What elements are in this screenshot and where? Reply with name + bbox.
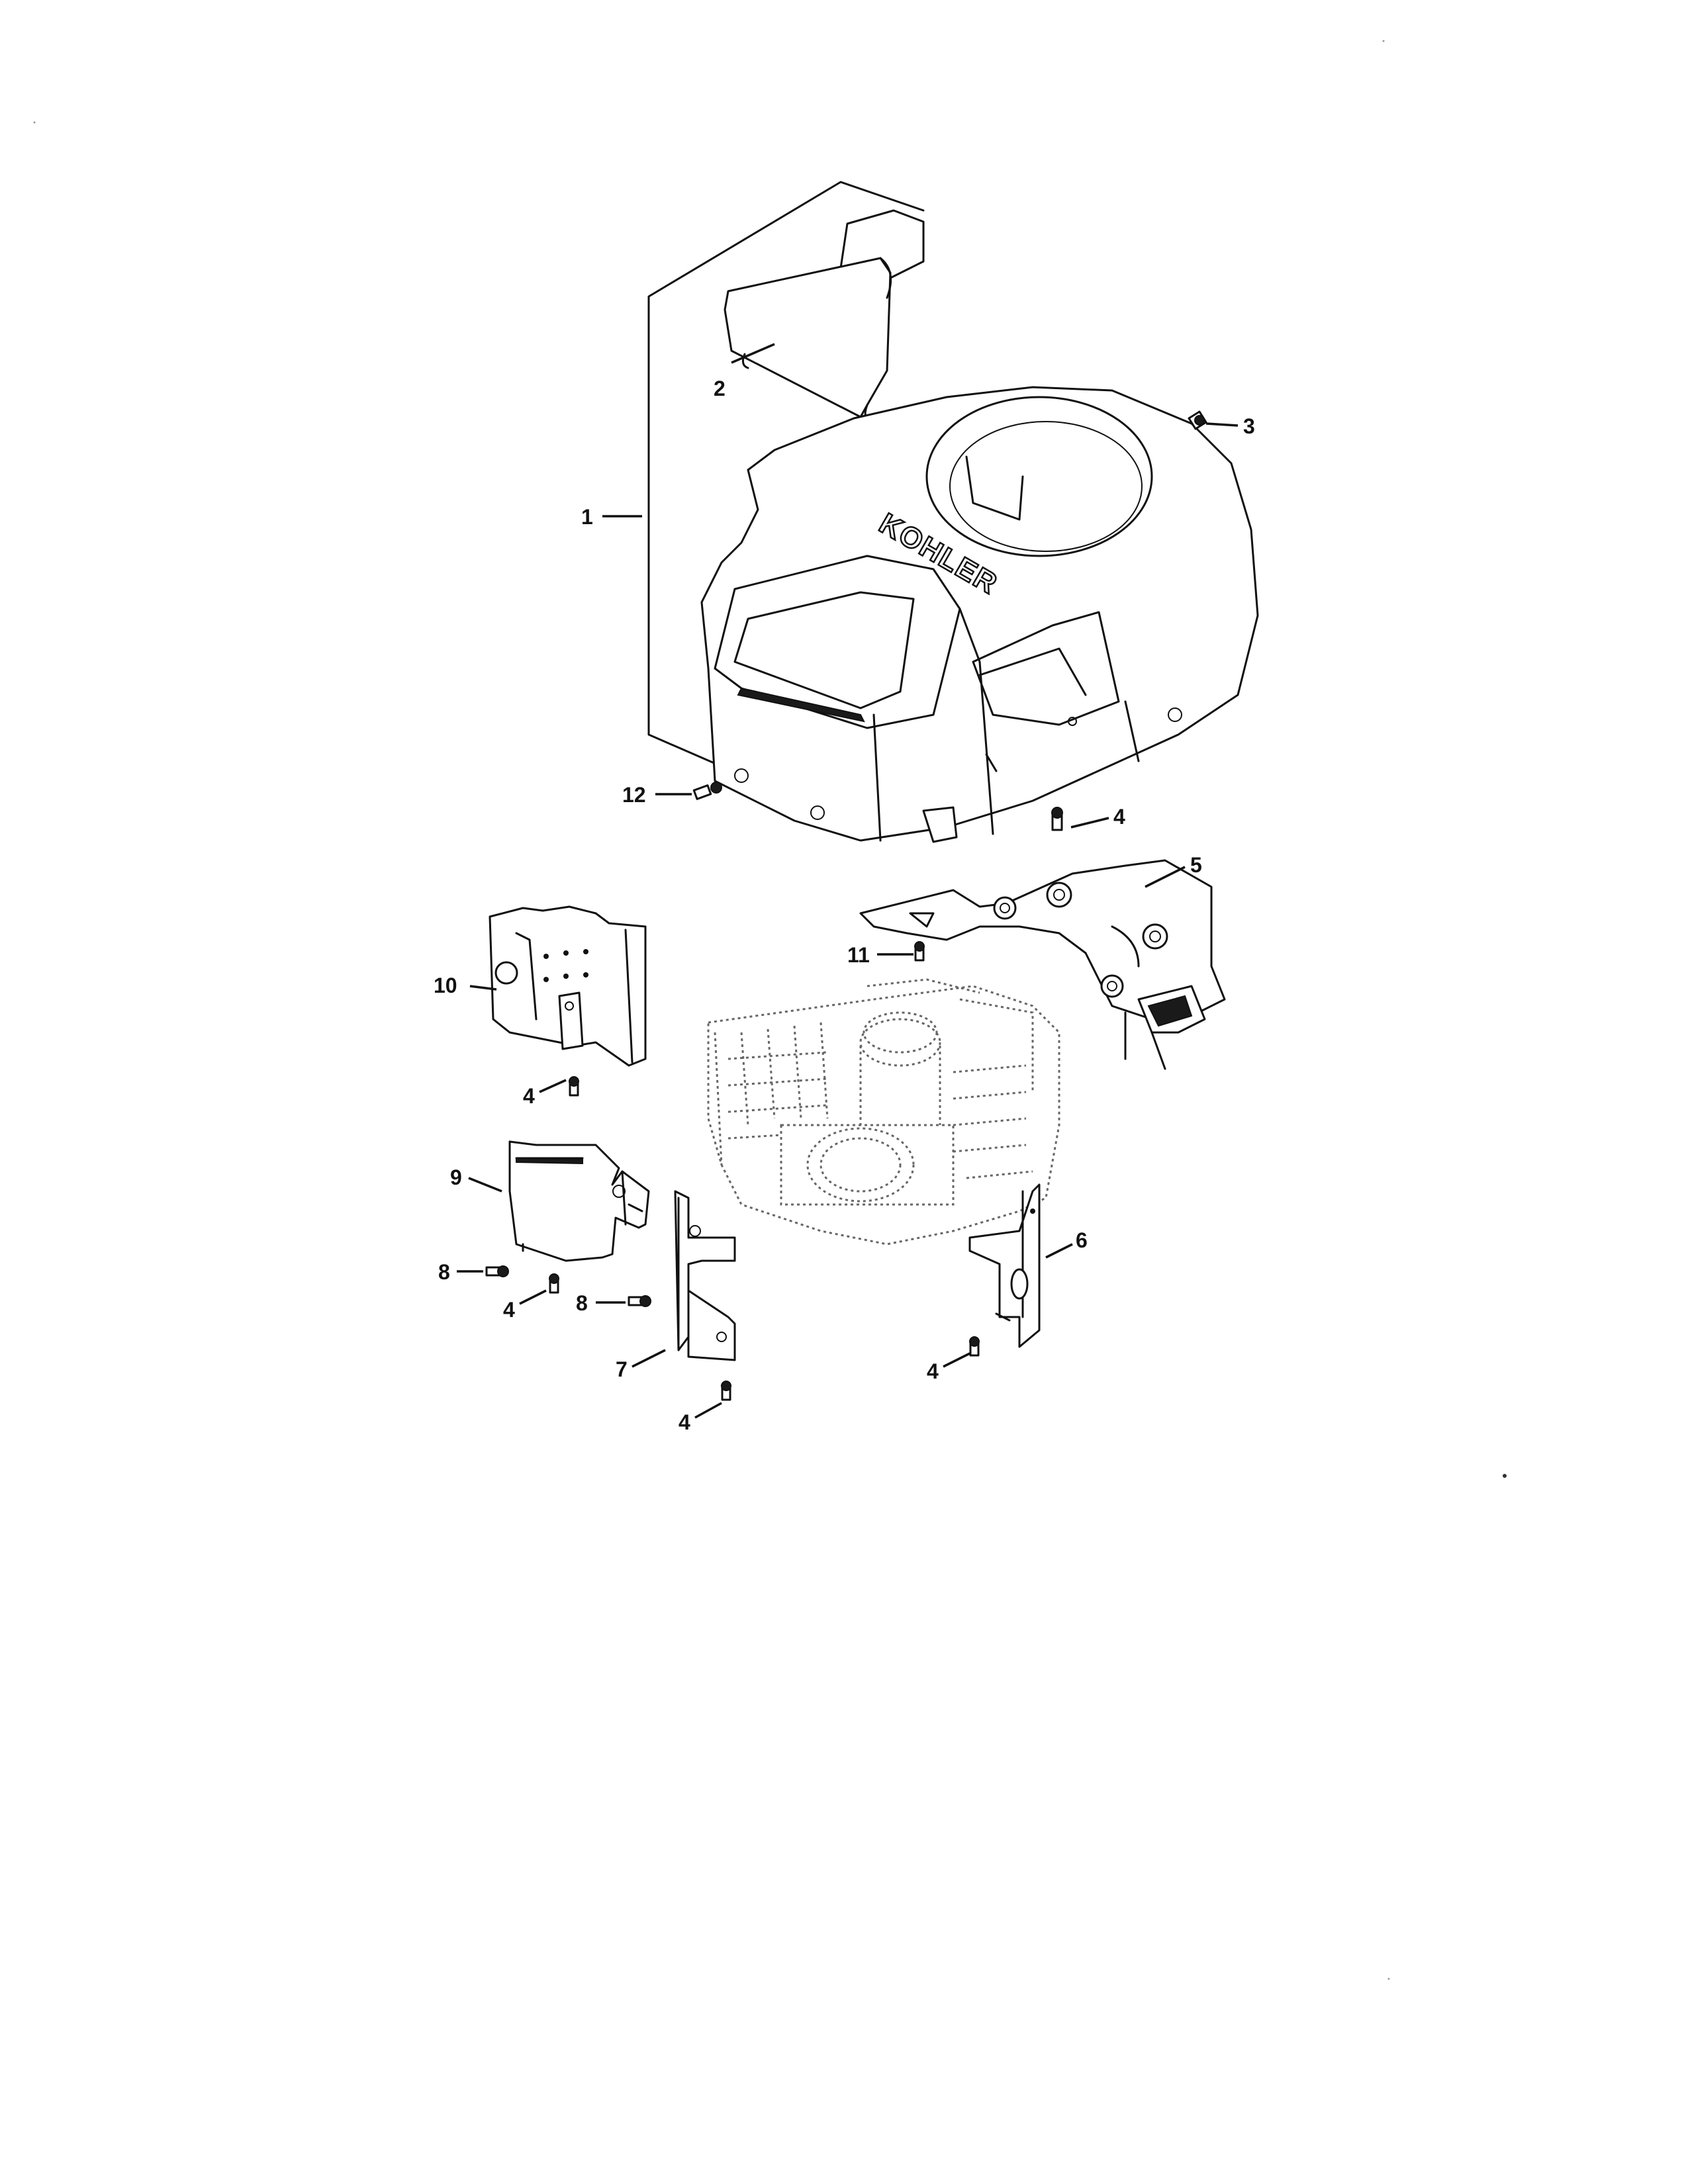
screw-3 — [1188, 410, 1207, 430]
part-7-bracket — [674, 1190, 736, 1361]
leader-lines — [457, 343, 1239, 1419]
part-10-shroud — [489, 905, 647, 1067]
callout-2: 2 — [714, 377, 726, 400]
callout-8-mid: 8 — [576, 1291, 588, 1315]
callout-4-right: 4 — [927, 1359, 939, 1383]
part-9-shroud — [508, 1140, 650, 1262]
part-5-baffle-plate — [859, 859, 1226, 1070]
callout-11: 11 — [847, 943, 870, 967]
screw-4-left-upper — [569, 1076, 579, 1097]
screw-12 — [692, 782, 722, 800]
callout-7: 7 — [616, 1357, 628, 1381]
screw-8-left — [485, 1265, 509, 1277]
screw-4-bottom — [721, 1381, 731, 1401]
callout-4-left-lower: 4 — [503, 1298, 515, 1322]
callout-9: 9 — [450, 1165, 462, 1189]
engine-block-reference — [707, 978, 1060, 1246]
assembly-bracket-1 — [647, 181, 925, 769]
callout-5: 5 — [1190, 853, 1202, 877]
scan-specks — [33, 40, 1507, 1980]
callout-6: 6 — [1076, 1228, 1088, 1252]
callout-8-left: 8 — [438, 1260, 450, 1284]
callout-1: 1 — [581, 505, 593, 529]
callout-10: 10 — [434, 974, 457, 997]
screw-8-mid — [628, 1295, 651, 1307]
screw-4-left-lower — [549, 1273, 559, 1294]
part-2-intake-cover — [724, 209, 925, 420]
callout-12: 12 — [622, 783, 646, 807]
screw-4-right — [969, 1336, 980, 1357]
callout-3: 3 — [1243, 414, 1255, 438]
callout-4-bottom: 4 — [679, 1410, 690, 1434]
callout-4-left-upper: 4 — [523, 1084, 535, 1108]
callout-4-top: 4 — [1113, 805, 1125, 829]
part-6-bracket — [968, 1183, 1041, 1348]
screw-4-top — [1051, 807, 1063, 831]
part-1-blower-housing — [700, 386, 1259, 843]
screw-11 — [914, 941, 925, 962]
callout-labels: 1 2 3 12 4 5 11 10 4 9 8 4 8 7 4 4 6 — [434, 377, 1255, 1434]
